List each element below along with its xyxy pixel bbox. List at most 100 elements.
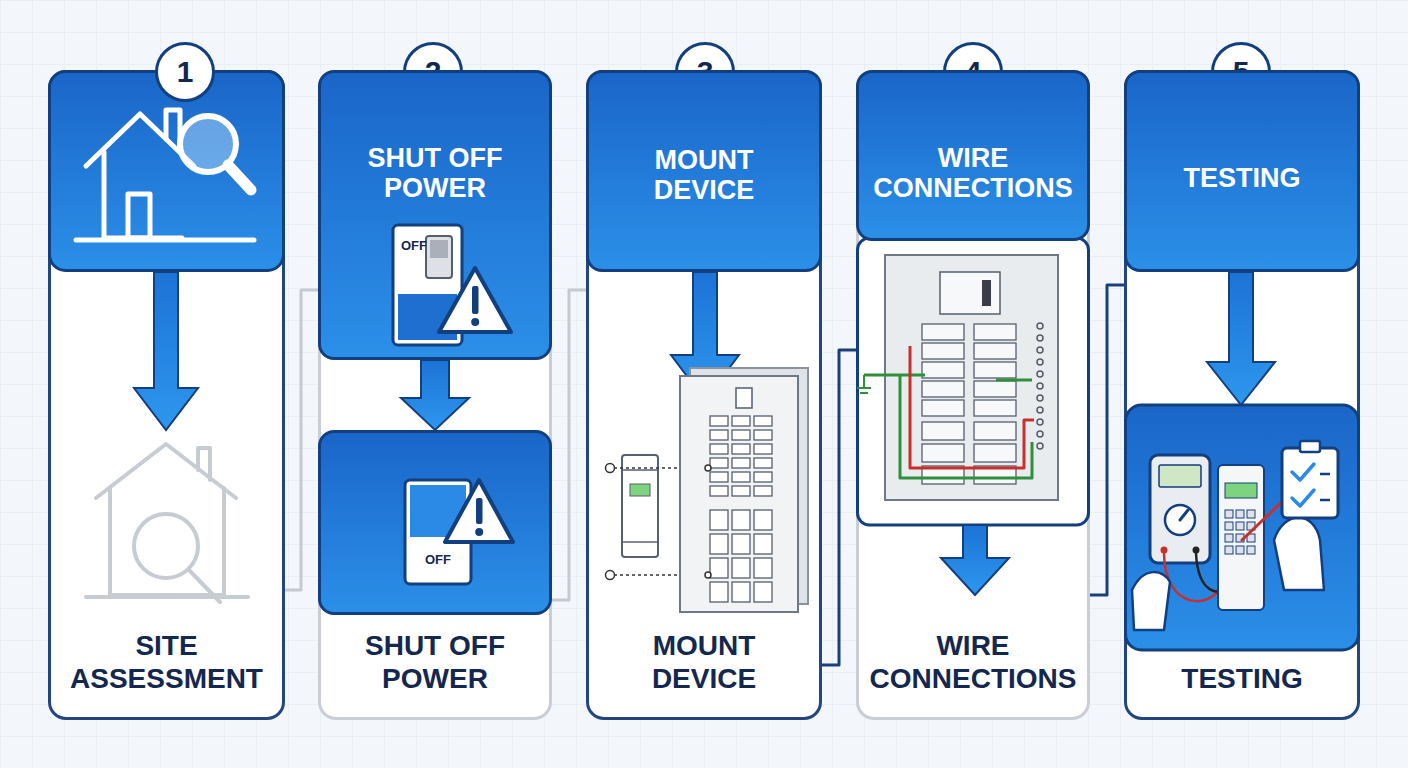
- illustration-part: [1037, 395, 1043, 401]
- illustration-part: [922, 444, 964, 462]
- illustration-part: [710, 582, 728, 602]
- callout-number: 1: [177, 57, 194, 87]
- step-column: WIRE CONNECTIONS4WIRE CONNECTIONS: [856, 70, 1090, 720]
- illustration-part: [710, 558, 728, 578]
- illustration-part: [732, 558, 750, 578]
- illustration-part: [922, 343, 964, 359]
- illustration-part: [900, 375, 1032, 478]
- illustration-part: [710, 430, 728, 440]
- step-column: SHUT OFF POWER2 SHUT OFF POWEROFF OFF: [318, 70, 552, 720]
- illustration-part: [732, 430, 750, 440]
- illustration-part: [614, 468, 680, 575]
- step-title: TESTING: [1136, 163, 1348, 193]
- illustration-part: [76, 238, 254, 243]
- step-label: TESTING: [1132, 662, 1352, 695]
- illustration-part: [622, 455, 658, 557]
- illustration-part: [1225, 483, 1257, 498]
- illustration-part: [732, 510, 750, 530]
- illustration-part: [864, 374, 925, 377]
- illustration-part: [736, 388, 752, 408]
- illustration-part: [710, 444, 728, 454]
- illustration-part: [586, 70, 822, 720]
- step-header: WIRE CONNECTIONS: [856, 70, 1090, 241]
- illustration-part: [96, 444, 236, 498]
- illustration-part: [922, 324, 1016, 484]
- callout-number: 1: [155, 42, 215, 102]
- illustration-part: [705, 465, 711, 471]
- illustration-part: [1037, 431, 1043, 437]
- illustration-part: [710, 534, 728, 554]
- illustration-part: [710, 510, 728, 530]
- illustration-part: [754, 582, 772, 602]
- illustration-part: [1150, 455, 1210, 563]
- illustration-part: [76, 110, 254, 240]
- illustration-part: [732, 472, 750, 482]
- illustration-part: [622, 470, 658, 542]
- illustration-part: [910, 346, 1034, 468]
- illustration-part: [1037, 335, 1043, 341]
- illustration-part: [445, 480, 513, 542]
- step-connector: [552, 290, 586, 600]
- illustration-part: [630, 484, 650, 496]
- step-column: SITE ASSESSMENT1: [48, 70, 285, 720]
- illustration-part: [1320, 474, 1330, 500]
- illustration-part: [1193, 547, 1200, 554]
- illustration-part: [754, 430, 772, 440]
- step-connector: [285, 290, 318, 590]
- site-assessment-art: [48, 70, 285, 720]
- illustration-part: [732, 458, 750, 468]
- illustration-part: [754, 472, 772, 482]
- illustration-part: [606, 464, 615, 473]
- illustration-part: [86, 595, 248, 599]
- illustration-part: [710, 416, 728, 426]
- step-column: MOUNT DEVICE3MOUNT DEVICE: [586, 70, 822, 720]
- illustration-part: [1126, 405, 1359, 650]
- illustration-part: [110, 488, 224, 595]
- illustration-part: [198, 448, 210, 480]
- step-label: MOUNT DEVICE: [609, 629, 799, 695]
- step-connector: [1090, 285, 1124, 595]
- illustration-part: [1207, 272, 1275, 405]
- illustration-part: [1236, 522, 1244, 530]
- illustration-part: [1159, 465, 1201, 487]
- illustration-part: [50, 72, 284, 271]
- illustration-part: [430, 240, 448, 258]
- illustration-part: [1247, 510, 1255, 518]
- illustration-part: [476, 498, 483, 524]
- illustration-part: [974, 362, 1016, 378]
- illustration-part: [1165, 505, 1195, 535]
- switch-off-icon: [318, 430, 552, 615]
- illustration-part: [1037, 371, 1043, 377]
- illustration-part: [1282, 448, 1338, 518]
- illustration-part: [1037, 407, 1043, 413]
- illustration-part: [1274, 518, 1324, 591]
- illustration-part: [1180, 510, 1188, 520]
- step-label: WIRE CONNECTIONS: [862, 629, 1084, 695]
- illustration-part: [732, 444, 750, 454]
- switch-off-icon: [318, 70, 552, 360]
- illustration-part: [1225, 522, 1233, 530]
- illustration-part: [754, 416, 772, 426]
- switch-text: OFF: [425, 553, 549, 566]
- illustration-part: [710, 486, 728, 496]
- illustration-part: [885, 255, 1058, 500]
- illustration-part: [922, 324, 964, 340]
- step-title: SHUT OFF POWER: [329, 143, 541, 203]
- illustration-part: [606, 571, 615, 580]
- illustration-part: [1236, 510, 1244, 518]
- illustration-part: [1225, 510, 1233, 518]
- illustration-part: [614, 574, 680, 576]
- flow-arrow: [401, 360, 469, 430]
- label-holder: OFF: [401, 239, 427, 252]
- switch-box: OFF: [318, 430, 552, 615]
- illustration-part: [128, 194, 150, 238]
- illustration-part: [439, 268, 511, 332]
- illustration-part: [1218, 465, 1264, 610]
- illustration-part: [1037, 347, 1043, 353]
- illustration-part: [710, 458, 728, 468]
- illustration-part: [606, 464, 712, 580]
- illustration-part: [228, 165, 251, 190]
- illustration-part: [754, 558, 772, 578]
- illustration-part: [974, 400, 1016, 416]
- illustration-part: [1037, 323, 1043, 449]
